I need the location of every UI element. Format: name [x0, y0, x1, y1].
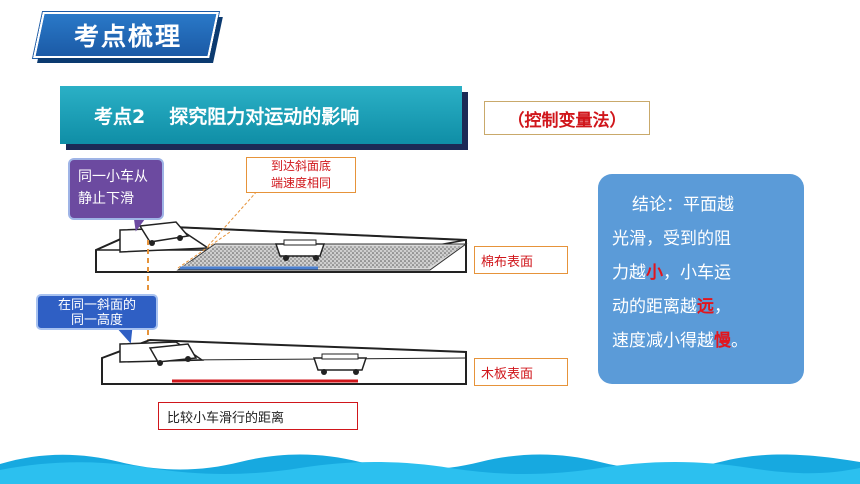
- car-on-cloth: [274, 239, 326, 261]
- conclusion-line-1: 结论：平面越: [632, 195, 734, 215]
- release-callout: 同一小车从 静止下滑: [68, 158, 164, 220]
- upper-track: [95, 221, 468, 273]
- lower-track: [101, 338, 467, 385]
- header-title: 考点梳理: [73, 22, 182, 51]
- car-on-wood: [312, 353, 368, 375]
- topic-banner: 考点2 探究阻力对运动的影响: [60, 86, 462, 144]
- cloth-surface-label: 棉布表面: [474, 246, 568, 274]
- method-label: （控制变量法）: [484, 101, 650, 135]
- conclusion-line-2: 光滑，受到的阻: [612, 229, 731, 249]
- car-on-ramp-upper: [138, 221, 190, 246]
- wood-surface-label: 木板表面: [474, 358, 568, 386]
- height-callout: 在同一斜面的 同一高度: [36, 294, 158, 330]
- topic-title: 探究阻力对运动的影响: [169, 105, 360, 128]
- compare-label: 比较小车滑行的距离: [158, 402, 358, 430]
- car-on-ramp-lower: [148, 343, 198, 366]
- conclusion-line-3: 力越小，小车运: [612, 263, 731, 283]
- speed-callout: 到达斜面底 端速度相同: [246, 157, 356, 193]
- conclusion-line-5: 速度减小得越慢。: [612, 331, 748, 351]
- bottom-wave: [0, 454, 860, 484]
- conclusion-box: 结论：平面越 光滑，受到的阻 力越小，小车运 动的距离越远， 速度减小得越慢。: [598, 174, 804, 384]
- topic-number: 考点2: [94, 105, 146, 128]
- conclusion-line-4: 动的距离越远，: [612, 297, 731, 317]
